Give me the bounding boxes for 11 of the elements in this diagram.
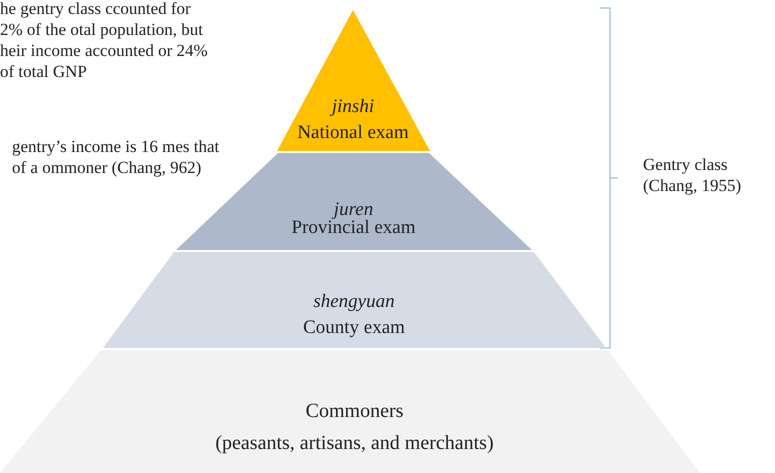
level-title: juren (332, 200, 374, 219)
note-text: gentry’s income is 16 mes that of a ommoner (Chang, 962) (11, 136, 220, 178)
note-text: he gentry class ccounted for 2% of the otal population, but heir income accounted or 24% of total GNP (0, 0, 209, 82)
level-description: National exam (296, 123, 410, 142)
level-description: Provincial exam (290, 218, 416, 237)
bracket-label: Gentry class (Chang, 1955) (643, 154, 742, 196)
level-description: (peasants, artisans, and merchants) (214, 433, 495, 453)
level-description: County exam (302, 318, 406, 337)
level-title: Commoners (304, 401, 404, 421)
level-title: shengyuan (312, 292, 396, 311)
level-title: jinshi (329, 97, 376, 116)
